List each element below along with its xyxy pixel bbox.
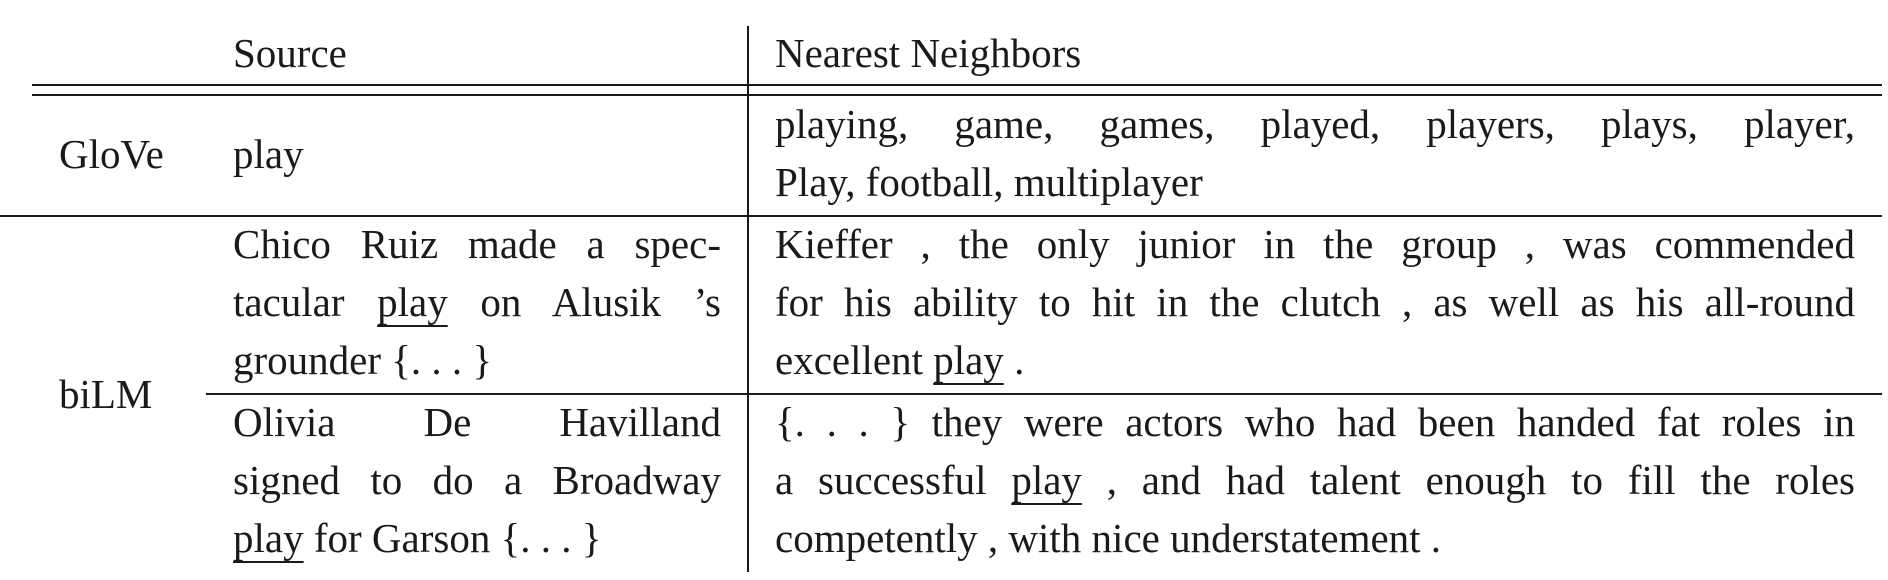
glove-neighbors-line-2: Play, football, multiplayer: [775, 159, 1203, 205]
bilm-ex2-neighbor-line-3: competently , with nice understatement .: [775, 515, 1442, 561]
bilm-ex2-source-line-2: signed to do a Broadway: [233, 457, 721, 503]
header-nearest-neighbors: Nearest Neighbors: [775, 30, 1082, 76]
glove-bilm-separator: [0, 215, 1882, 217]
vertical-divider: [747, 26, 749, 572]
bilm-ex1-neighbor-line-1: Kieffer , the only junior in the group ,…: [775, 221, 1855, 267]
bilm-ex1-neighbor-line-3: excellent play .: [775, 337, 1025, 383]
header-source: Source: [233, 30, 347, 76]
bilm-ex2-source-line-1: Olivia De Havilland: [233, 399, 721, 445]
model-label-glove: GloVe: [59, 131, 164, 177]
bilm-ex2-neighbor-line-1: {. . . } they were actors who had been h…: [775, 399, 1855, 445]
header-double-rule-bottom: [32, 94, 1882, 96]
bilm-ex1-source-line-3: grounder {. . . }: [233, 337, 493, 383]
bilm-ex2-source-line-3: play for Garson {. . . }: [233, 515, 602, 561]
glove-neighbors-line-1: playing, game, games, played, players, p…: [775, 101, 1855, 147]
model-label-bilm: biLM: [59, 371, 153, 417]
bilm-ex1-source-line-1: Chico Ruiz made a spec-: [233, 221, 721, 267]
bilm-example-separator: [206, 393, 1882, 395]
bilm-ex1-neighbor-line-2: for his ability to hit in the clutch , a…: [775, 279, 1855, 325]
bilm-ex1-source-line-2: tacular play on Alusik ’s: [233, 279, 721, 325]
header-double-rule-top: [32, 84, 1882, 86]
bilm-ex2-neighbor-line-2: a successful play , and had talent enoug…: [775, 457, 1856, 503]
glove-source-word: play: [233, 131, 304, 177]
